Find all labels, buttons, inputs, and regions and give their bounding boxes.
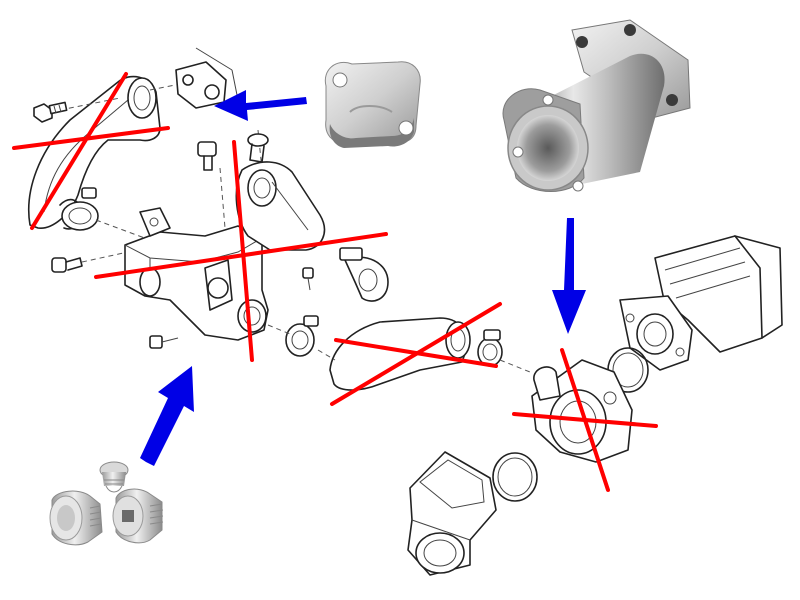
- gasket-ring-drawing-lower: [492, 452, 538, 502]
- egr-blanking-plate-photo: [324, 61, 421, 148]
- cross-mark-icon: [12, 72, 170, 230]
- hose-clamp-drawing-left: [61, 187, 151, 241]
- bolt-drawing-upper-left: [33, 101, 68, 123]
- plug-large-right: [112, 488, 164, 544]
- arrow-icon: [552, 218, 586, 334]
- screw-drawing-left: [51, 251, 129, 273]
- engine-manifold-drawing: [619, 235, 783, 371]
- blanking-plugs-photo: [49, 461, 164, 546]
- arrow-icon: [140, 366, 194, 466]
- air-intake-elbow-drawing: [407, 451, 497, 576]
- clamp-drawing-middle: [267, 315, 319, 357]
- cross-mark-icon: [330, 302, 502, 406]
- egr-cooler-tube-drawing: [235, 161, 326, 251]
- cross-mark-icon: [512, 348, 658, 492]
- plug-large-left: [49, 490, 103, 546]
- small-bolts-drawing: [149, 267, 314, 349]
- arrow-icon: [214, 90, 307, 121]
- cross-marks: [12, 72, 658, 492]
- egr-delete-pipe-photo: [502, 19, 691, 192]
- hose-clamp-drawing-right: [339, 247, 389, 302]
- bolt-drawing-center: [197, 133, 269, 171]
- cross-mark-icon: [94, 140, 388, 362]
- egr-valve-housing-drawing: [124, 129, 269, 341]
- plug-small: [99, 461, 129, 493]
- egr-pipe-drawing: [27, 75, 181, 230]
